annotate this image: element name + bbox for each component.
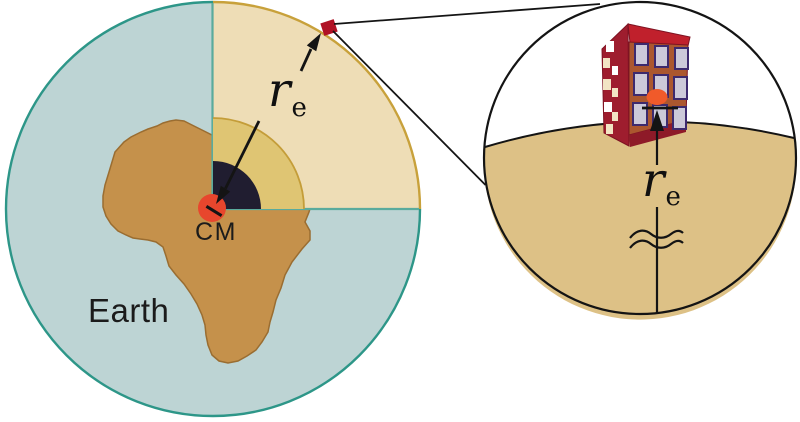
break-squiggle-lower bbox=[629, 239, 684, 249]
building-window bbox=[654, 45, 669, 68]
radius-arrow bbox=[205, 33, 321, 217]
wedge-surface-arc bbox=[212, 0, 422, 210]
building-window bbox=[673, 76, 688, 100]
radius-arrow-vertical bbox=[629, 106, 684, 313]
building-window bbox=[606, 124, 613, 134]
building-window bbox=[634, 43, 649, 66]
earth-outline-arc bbox=[4, 0, 422, 418]
building-front-windows bbox=[632, 43, 689, 130]
radius-symbol: r bbox=[642, 153, 667, 208]
zoom-leader-upper bbox=[333, 3, 601, 25]
building-window bbox=[632, 102, 648, 126]
earth-view: re CM Earth bbox=[4, 0, 422, 418]
building-window bbox=[603, 79, 611, 90]
zoom-leader-lower bbox=[332, 30, 487, 186]
line-break-symbol bbox=[629, 229, 684, 249]
building-window bbox=[606, 41, 614, 52]
radius-subscript: e bbox=[291, 93, 306, 123]
radius-arrow-shaft-lower bbox=[224, 120, 261, 190]
building-window bbox=[612, 66, 618, 75]
building-window bbox=[603, 58, 610, 68]
zoom-view: re bbox=[482, 0, 798, 320]
building-window bbox=[672, 106, 687, 130]
arrowhead-up-icon bbox=[306, 33, 321, 52]
radius-symbol: r bbox=[268, 63, 293, 118]
earth-label: Earth bbox=[88, 292, 169, 329]
building-window bbox=[674, 47, 689, 70]
arrowhead-up-icon bbox=[650, 110, 664, 131]
radius-label-left: re bbox=[268, 63, 307, 123]
building-window bbox=[612, 112, 618, 121]
building-window bbox=[612, 88, 618, 97]
building-window bbox=[633, 72, 649, 96]
radius-arrow-shaft-upper bbox=[299, 48, 313, 72]
building bbox=[601, 22, 691, 147]
building-com-dot bbox=[646, 89, 668, 105]
radius-label-right: re bbox=[642, 153, 681, 212]
zoom-circle-outline bbox=[482, 0, 798, 316]
cm-label: CM bbox=[195, 218, 237, 246]
mantle-arc bbox=[212, 117, 305, 210]
radius-subscript: e bbox=[665, 182, 680, 212]
outer-core-layer bbox=[213, 161, 261, 209]
arrowhead-down-icon bbox=[216, 185, 231, 204]
ground-surface bbox=[484, 121, 797, 320]
cm-tick-mark bbox=[205, 205, 223, 217]
break-squiggle-upper bbox=[629, 229, 684, 239]
building-side-face bbox=[601, 22, 630, 147]
building-side-windows bbox=[603, 41, 618, 134]
building-window bbox=[604, 102, 612, 112]
